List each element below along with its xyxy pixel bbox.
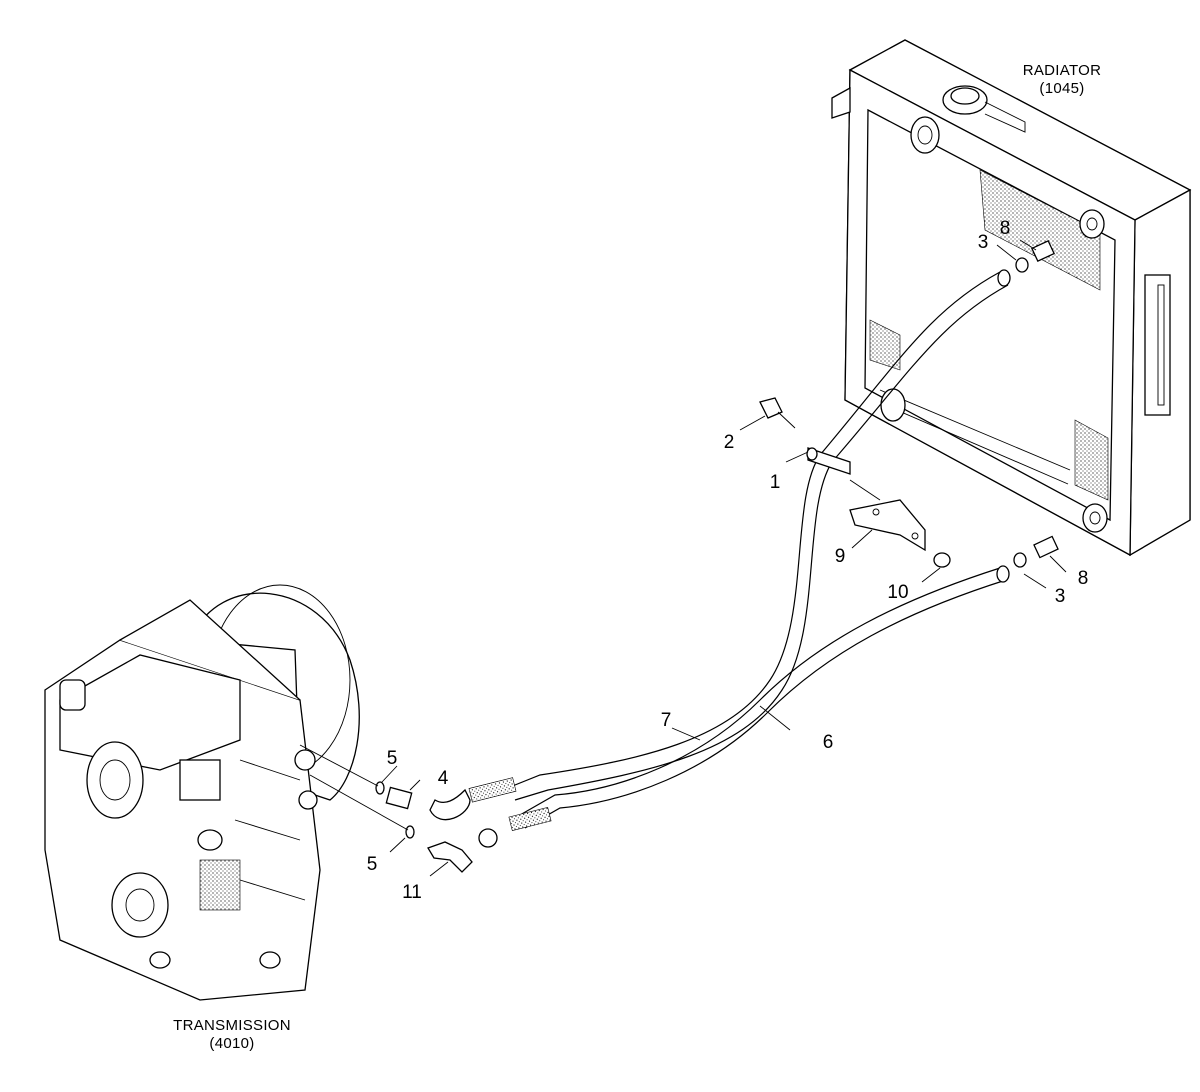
radiator-ref: (1045) <box>1039 80 1084 97</box>
callout-3-lower: 3 <box>1055 586 1066 607</box>
callout-8-lower: 8 <box>1078 568 1089 589</box>
radiator-name: RADIATOR <box>1023 62 1102 79</box>
o-ring-part-3-upper <box>1015 257 1029 273</box>
callout-3-upper: 3 <box>978 232 989 253</box>
bolt-part-2 <box>759 397 796 429</box>
connector-part-8-upper <box>1031 239 1055 263</box>
radiator-drawing <box>831 39 1192 557</box>
callout-6: 6 <box>823 732 834 753</box>
callout-5-lower: 5 <box>367 854 378 875</box>
transmission-ref: (4010) <box>209 1035 254 1052</box>
leader-lines <box>381 239 1067 877</box>
clamp-part-10 <box>933 552 951 568</box>
callout-7: 7 <box>661 710 672 731</box>
callout-8-upper: 8 <box>1000 218 1011 239</box>
connector-part-8-lower <box>1033 535 1059 559</box>
bracket-part-9 <box>849 479 926 552</box>
clamp-part-1 <box>806 447 851 475</box>
callout-10: 10 <box>887 582 908 603</box>
transmission-name: TRANSMISSION <box>173 1017 291 1034</box>
o-ring-part-5-upper <box>375 781 385 795</box>
o-ring-part-3-lower <box>1013 552 1027 568</box>
o-ring-part-5-lower <box>405 825 415 839</box>
callout-4: 4 <box>438 768 449 789</box>
hose-7 <box>429 269 1011 821</box>
callout-2: 2 <box>724 432 735 453</box>
elbow-part-11 <box>427 841 473 873</box>
leader-trans-5a <box>299 744 379 787</box>
callout-1: 1 <box>770 472 781 493</box>
callout-9: 9 <box>835 546 846 567</box>
hose-6 <box>478 565 1010 848</box>
leader-trans-5b <box>309 774 409 831</box>
callout-5-upper: 5 <box>387 748 398 769</box>
connector-part-4 <box>385 786 413 810</box>
transmission-drawing <box>44 584 360 1001</box>
callout-11: 11 <box>402 882 422 903</box>
